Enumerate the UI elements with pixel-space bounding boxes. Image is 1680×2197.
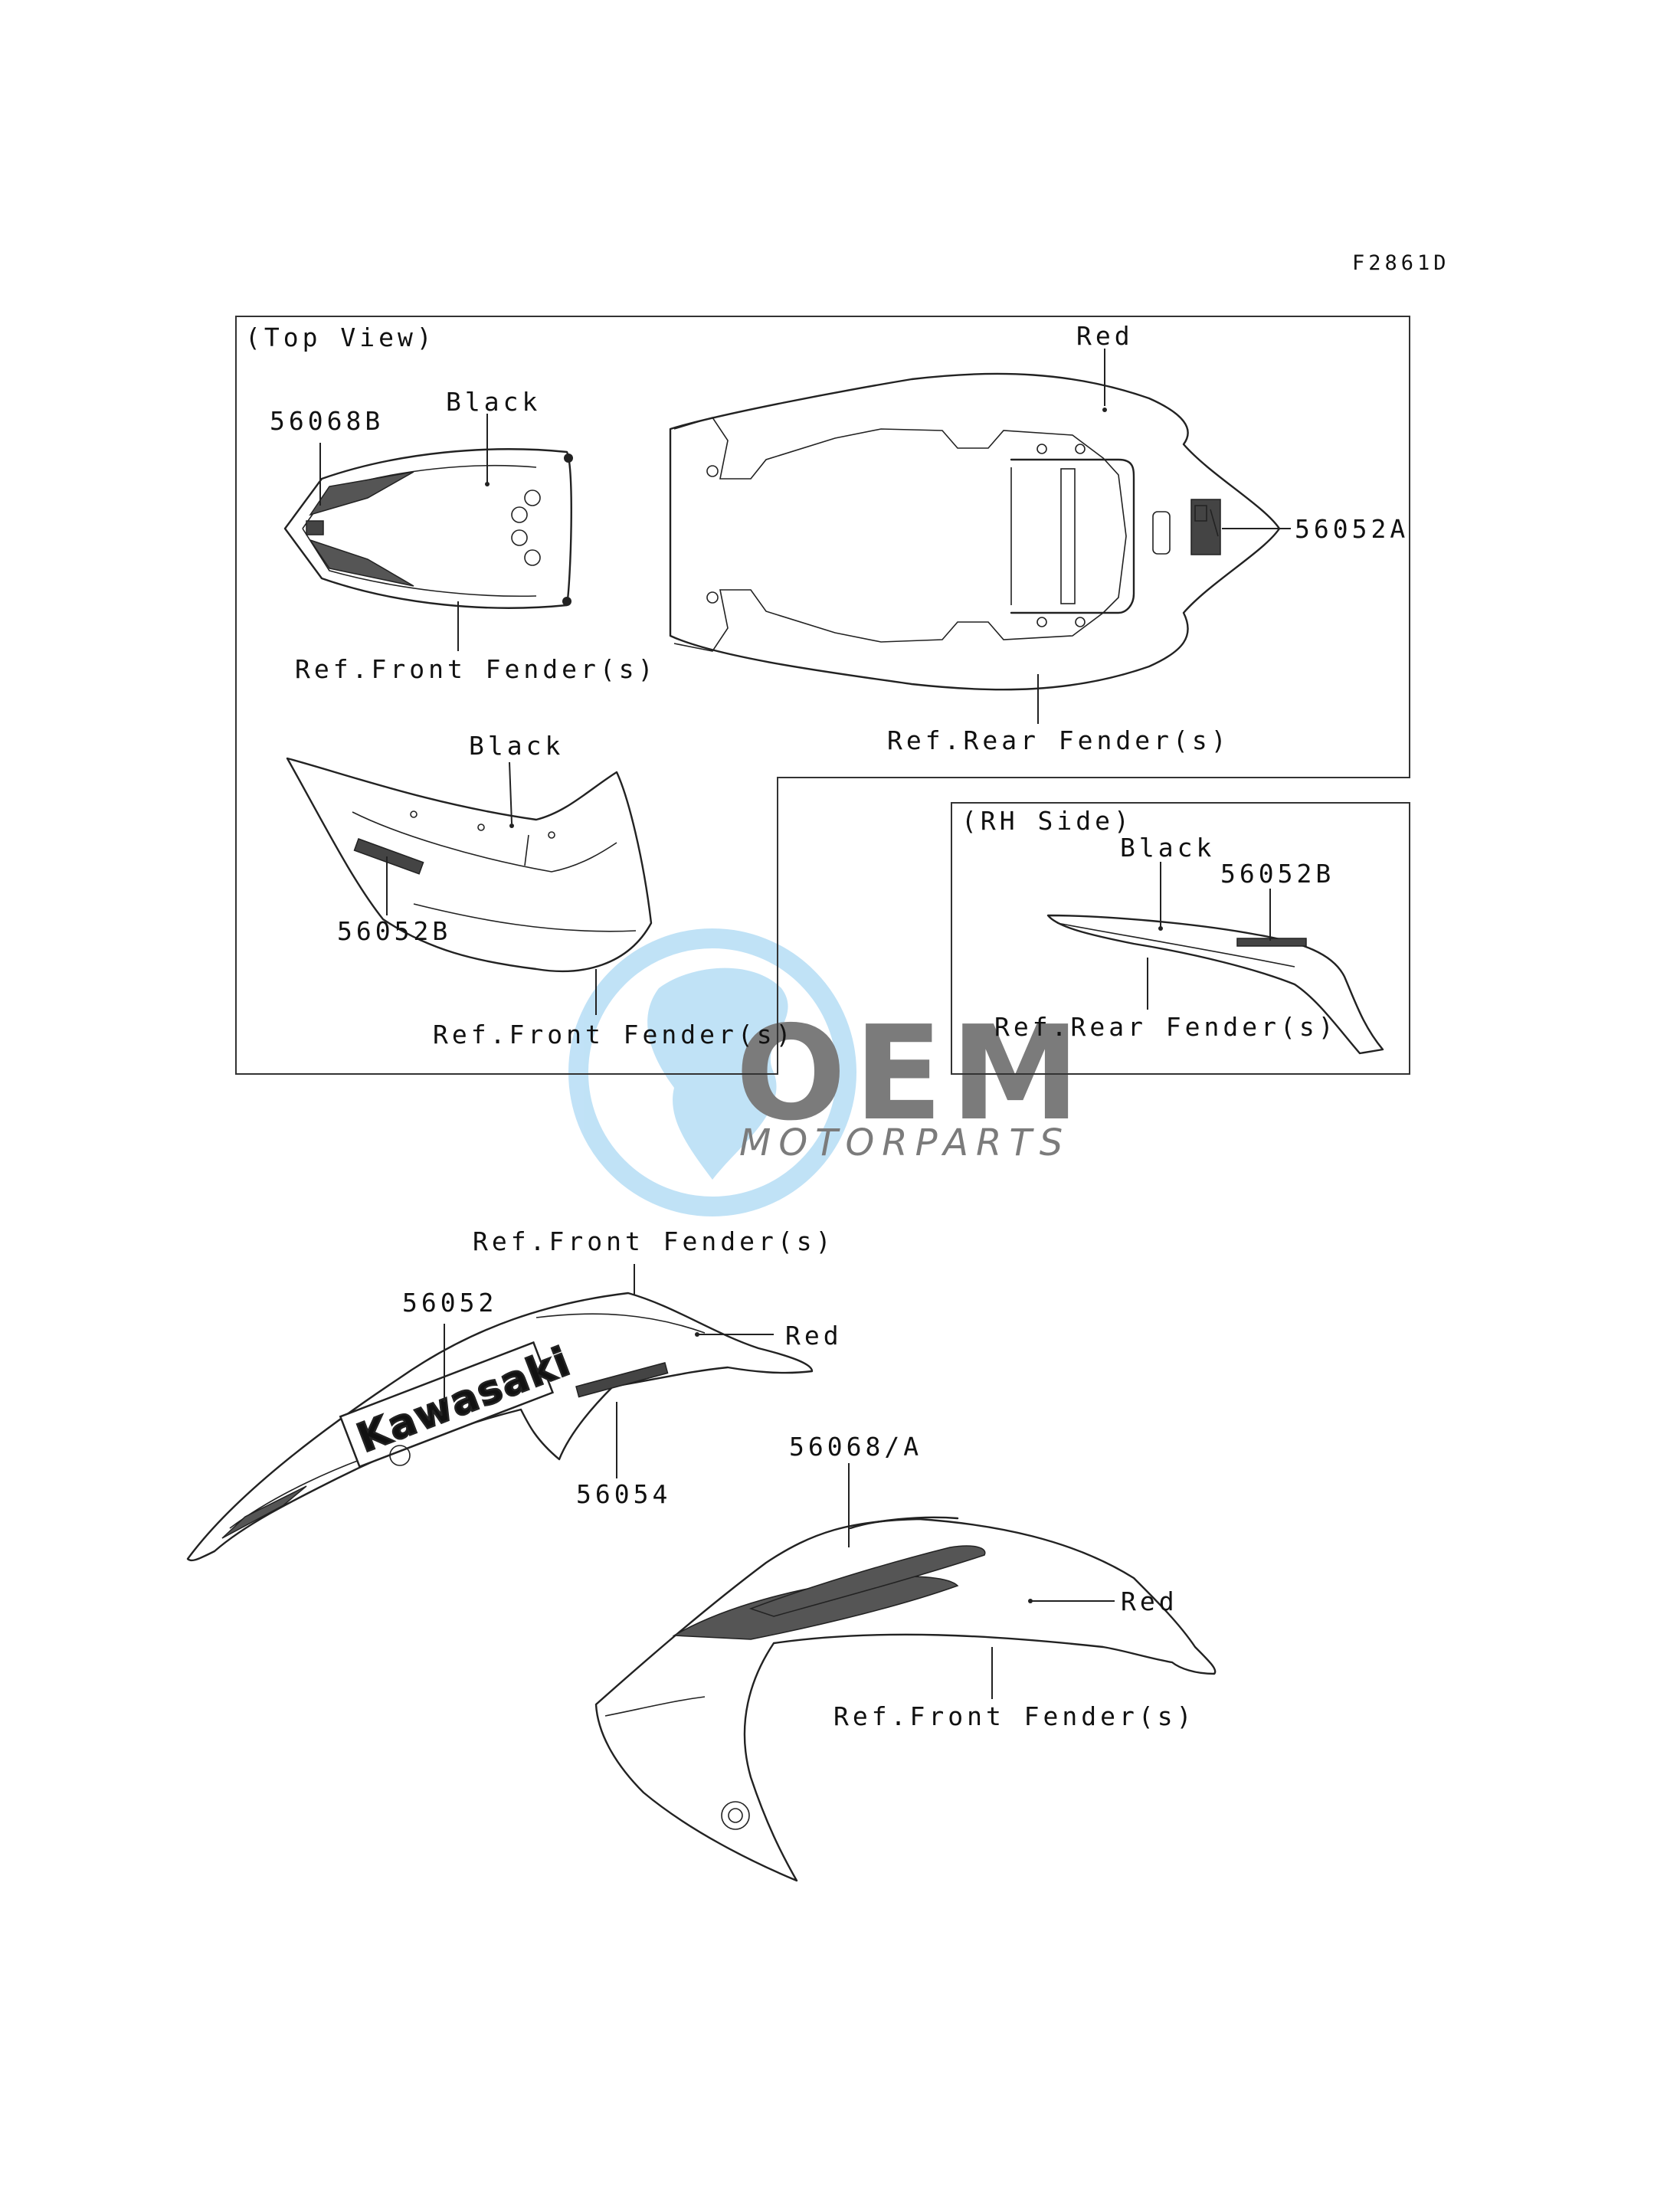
lw-part-56054: 56054 — [576, 1479, 671, 1509]
front-fender-left-shroud: Kawasaki — [186, 1292, 814, 1562]
sv-black: Black — [469, 731, 564, 761]
figure-code: F2861D — [1352, 251, 1450, 275]
watermark-brand: MOTORPARTS — [739, 1121, 1070, 1164]
rh-ref-rear: Ref.Rear Fender(s) — [994, 1012, 1338, 1042]
rh-part-56052b: 56052B — [1220, 859, 1335, 889]
rw-red: Red — [1121, 1586, 1178, 1616]
watermark-globe-icon — [568, 928, 856, 1216]
lw-part-56052: 56052 — [402, 1288, 497, 1318]
sv-part-56052b: 56052B — [337, 916, 451, 946]
tv-part-56068b: 56068B — [270, 406, 384, 436]
sv-ref-front: Ref.Front Fender(s) — [433, 1020, 795, 1049]
rh-side-title: (RH Side) — [961, 806, 1133, 836]
tv-red-rear: Red — [1076, 321, 1134, 351]
tv-ref-front: Ref.Front Fender(s) — [295, 654, 657, 684]
top-view-frame — [235, 316, 1410, 1075]
lw-red: Red — [785, 1321, 843, 1351]
rw-ref-front: Ref.Front Fender(s) — [833, 1701, 1196, 1731]
rw-part-56068a: 56068/A — [789, 1432, 922, 1462]
tv-black-front: Black — [446, 387, 541, 417]
watermark: OEM MOTORPARTS — [568, 928, 1080, 1216]
rh-side-frame — [951, 802, 1410, 1075]
tv-part-56052a: 56052A — [1295, 514, 1409, 544]
top-view-title: (Top View) — [245, 323, 436, 352]
tv-ref-rear: Ref.Rear Fender(s) — [887, 725, 1230, 755]
kawasaki-decal-box — [339, 1341, 555, 1468]
lw-ref-front: Ref.Front Fender(s) — [473, 1226, 835, 1256]
rear-fender-rh-side — [1046, 914, 1384, 1055]
front-fender-top — [283, 448, 573, 609]
front-fender-right-shroud — [594, 1516, 1217, 1882]
front-fender-side — [286, 757, 653, 973]
rear-fender-top — [669, 372, 1281, 691]
rh-black: Black — [1120, 833, 1215, 863]
